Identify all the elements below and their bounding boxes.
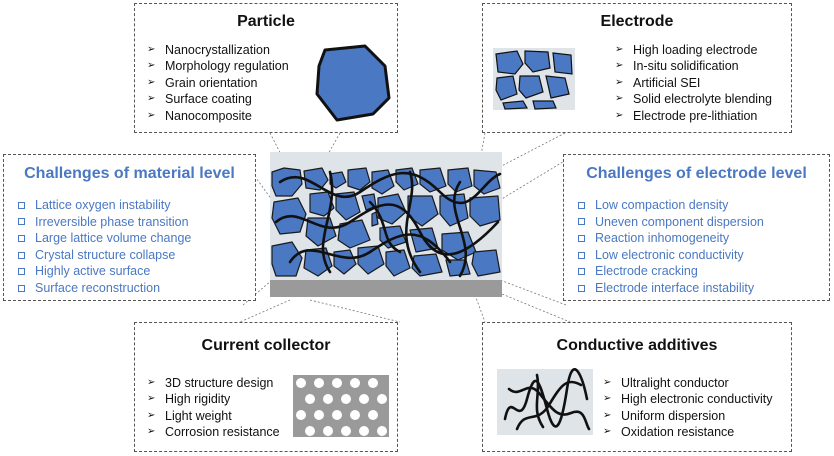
current-collector-title: Current collector	[201, 337, 331, 354]
list-item: ➢Electrode pre-lithiation	[615, 108, 758, 123]
arrow-bullet-icon: ➢	[147, 76, 156, 88]
perforated-foil-icon	[293, 375, 389, 437]
arrow-bullet-icon: ➢	[603, 377, 612, 388]
list-item: ➢Solid electrolyte blending	[615, 92, 772, 107]
list-item: Electrode interface instability	[578, 280, 764, 297]
particle-title: Particle	[237, 13, 295, 30]
list-item: Low compaction density	[578, 197, 764, 214]
arrow-bullet-icon: ➢	[615, 60, 624, 72]
list-item: ➢Morphology regulation	[147, 59, 289, 74]
arrow-bullet-icon: ➢	[147, 426, 156, 438]
material-challenges-title: Challenges of material level	[24, 165, 235, 182]
arrow-bullet-icon: ➢	[615, 44, 624, 55]
checkbox-square-icon	[578, 284, 585, 292]
arrow-bullet-icon: ➢	[147, 377, 156, 388]
arrow-bullet-icon: ➢	[147, 44, 156, 55]
list-item: ➢Light weight	[147, 408, 232, 423]
conductive-fibers-icon	[497, 368, 593, 435]
list-item: ➢High rigidity	[147, 392, 231, 407]
list-item: Reaction inhomogeneity	[578, 230, 764, 247]
electrode-challenges-title: Challenges of electrode level	[586, 165, 807, 182]
arrow-bullet-icon: ➢	[615, 76, 624, 88]
list-item: ➢Grain orientation	[147, 75, 258, 90]
arrow-bullet-icon: ➢	[147, 409, 156, 421]
list-item: Crystal structure collapse	[18, 247, 191, 264]
material-challenges-list: Lattice oxygen instability Irreversible …	[18, 197, 191, 297]
current-collector-box: Current collector ➢3D structure design ➢…	[134, 322, 398, 452]
arrow-bullet-icon: ➢	[147, 393, 156, 405]
particle-shape-icon	[315, 44, 391, 122]
list-item: ➢In-situ solidification	[615, 59, 739, 74]
arrow-bullet-icon: ➢	[615, 93, 624, 105]
checkbox-square-icon	[18, 201, 25, 209]
list-item: ➢Nanocomposite	[147, 108, 252, 123]
checkbox-square-icon	[578, 268, 585, 276]
arrow-bullet-icon: ➢	[603, 426, 612, 438]
list-item: Low electronic conductivity	[578, 247, 764, 264]
list-item: ➢High loading electrode	[615, 43, 758, 57]
conductive-additives-box: Conductive additives ➢Ultralight conduct…	[482, 322, 792, 452]
checkbox-square-icon	[578, 218, 585, 226]
list-item: ➢Surface coating	[147, 92, 252, 107]
current-collector-list: ➢3D structure design ➢High rigidity ➢Lig…	[147, 375, 280, 441]
material-challenges-box: Challenges of material level Lattice oxy…	[3, 154, 256, 301]
list-item: ➢Ultralight conductor	[603, 376, 729, 390]
list-item: Irreversible phase transition	[18, 214, 191, 231]
list-item: ➢Nanocrystallization	[147, 43, 270, 57]
checkbox-square-icon	[18, 234, 25, 242]
arrow-bullet-icon: ➢	[147, 109, 156, 121]
electrode-title: Electrode	[600, 13, 674, 30]
arrow-bullet-icon: ➢	[147, 60, 156, 72]
electrode-schematic	[270, 152, 502, 297]
list-item: Surface reconstruction	[18, 280, 191, 297]
checkbox-square-icon	[578, 234, 585, 242]
list-item: ➢Uniform dispersion	[603, 408, 726, 423]
arrow-bullet-icon: ➢	[615, 109, 624, 121]
list-item: Lattice oxygen instability	[18, 197, 191, 214]
particle-box: Particle ➢Nanocrystallization ➢Morpholog…	[134, 3, 398, 133]
electrode-challenges-list: Low compaction density Uneven component …	[578, 197, 764, 297]
electrode-box: Electrode ➢High loading electrode ➢In-si…	[482, 3, 792, 133]
list-item: Uneven component dispersion	[578, 214, 764, 231]
electrode-challenges-box: Challenges of electrode level Low compac…	[563, 154, 830, 301]
arrow-bullet-icon: ➢	[147, 93, 156, 105]
arrow-bullet-icon: ➢	[603, 393, 612, 405]
electrode-list: ➢High loading electrode ➢In-situ solidif…	[615, 42, 772, 124]
list-item: Large lattice volume change	[18, 230, 191, 247]
arrow-bullet-icon: ➢	[603, 409, 612, 421]
checkbox-square-icon	[578, 201, 585, 209]
list-item: ➢3D structure design	[147, 376, 274, 390]
list-item: ➢Oxidation resistance	[603, 425, 735, 440]
checkbox-square-icon	[18, 268, 25, 276]
checkbox-square-icon	[18, 218, 25, 226]
conductive-additives-list: ➢Ultralight conductor ➢High electronic c…	[603, 375, 772, 441]
checkbox-square-icon	[578, 251, 585, 259]
conductive-additives-title: Conductive additives	[556, 337, 718, 354]
list-item: Highly active surface	[18, 263, 191, 280]
checkbox-square-icon	[18, 284, 25, 292]
list-item: Electrode cracking	[578, 263, 764, 280]
checkbox-square-icon	[18, 251, 25, 259]
particle-list: ➢Nanocrystallization ➢Morphology regulat…	[147, 42, 289, 124]
list-item: ➢Corrosion resistance	[147, 425, 280, 440]
electrode-particles-icon	[493, 48, 575, 110]
current-collector-layer	[270, 280, 502, 297]
list-item: ➢High electronic conductivity	[603, 392, 773, 407]
list-item: ➢Artificial SEI	[615, 75, 701, 90]
